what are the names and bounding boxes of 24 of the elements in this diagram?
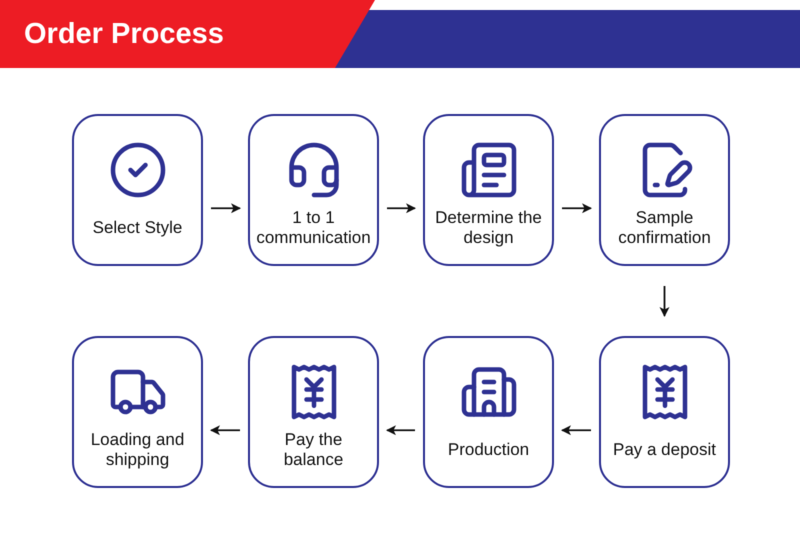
step-card bbox=[248, 114, 379, 266]
arrow bbox=[387, 203, 416, 214]
arrow bbox=[211, 203, 241, 214]
step-label: Determine the design bbox=[434, 208, 543, 248]
step-card bbox=[72, 336, 203, 488]
step-card bbox=[248, 336, 379, 488]
step-card bbox=[423, 114, 554, 266]
step-label: 1 to 1 communication bbox=[255, 208, 372, 248]
step-label: Select Style bbox=[92, 218, 182, 238]
step-label: Production bbox=[448, 440, 530, 460]
arrow bbox=[386, 425, 415, 436]
step-label: Pay the balance bbox=[282, 430, 344, 470]
arrow bbox=[562, 203, 592, 214]
step-card bbox=[599, 336, 730, 488]
arrow bbox=[210, 425, 240, 436]
step-label: Loading and shipping bbox=[90, 430, 186, 470]
arrow bbox=[561, 425, 591, 436]
step-card bbox=[599, 114, 730, 266]
step-card bbox=[72, 114, 203, 266]
step-card bbox=[423, 336, 554, 488]
step-label: Pay a deposit bbox=[612, 440, 716, 460]
step-label: Sample confirmation bbox=[617, 208, 712, 248]
arrow bbox=[660, 286, 670, 317]
title: Order Process bbox=[24, 17, 224, 52]
